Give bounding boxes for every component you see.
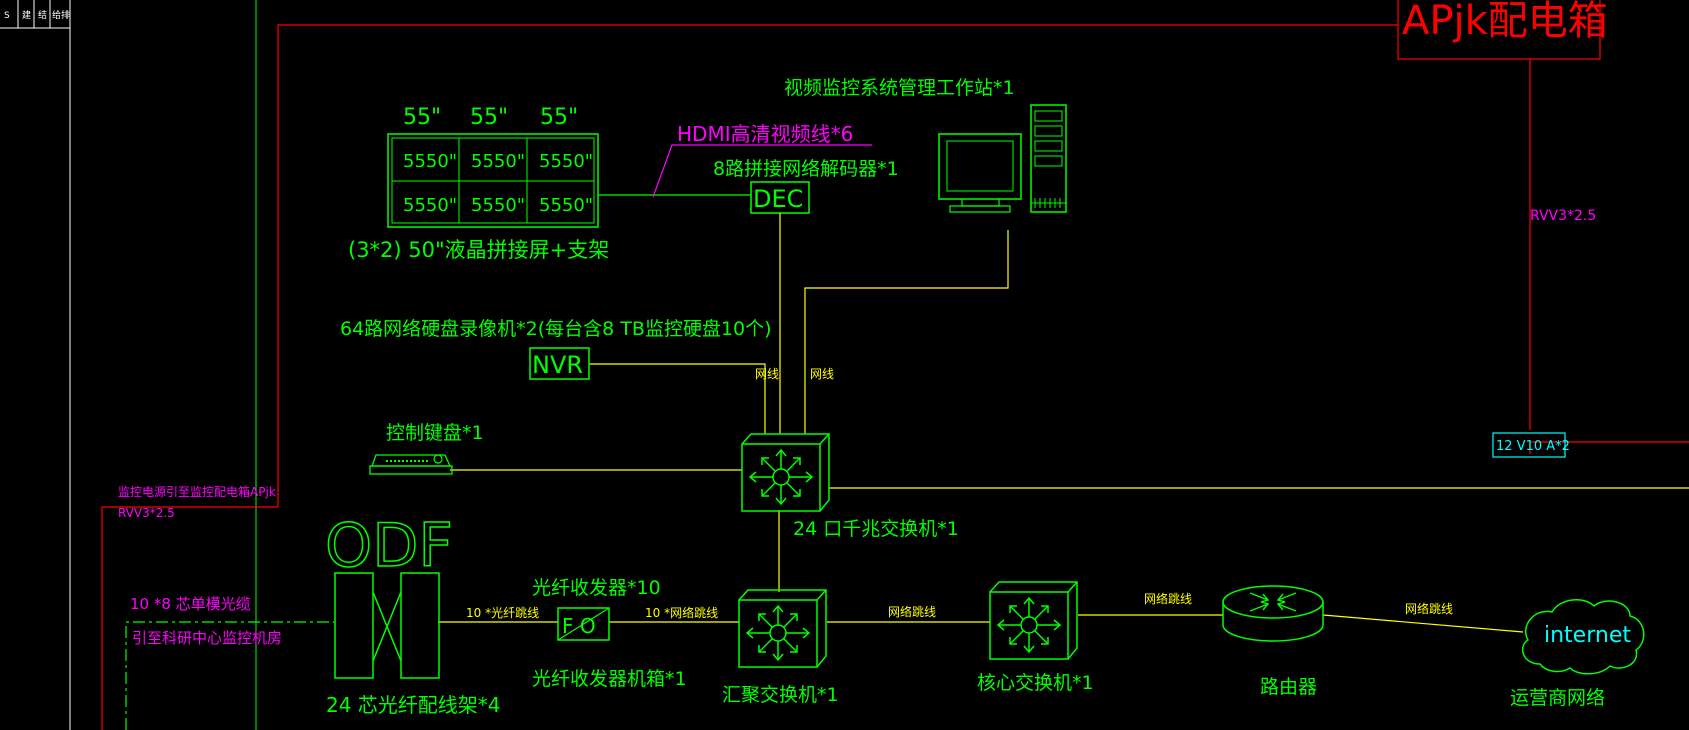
core-switch: 核心交换机*1: [977, 581, 1094, 694]
decoder-label: 8路拼接网络解码器*1: [713, 158, 899, 180]
pc-tower-icon: [1030, 104, 1067, 213]
screen-size-label: 55": [470, 105, 508, 130]
power-note-line2: RVV3*2.5: [118, 506, 175, 520]
transceiver-label: 光纤收发器*10: [532, 577, 661, 599]
transceiver-chassis-label: 光纤收发器机箱*1: [532, 668, 687, 690]
net-jumper-label: 10 *网络跳线: [645, 605, 718, 620]
screen-cell: 5550": [403, 151, 457, 172]
hdmi-leader: [652, 144, 872, 198]
router-label: 路由器: [1260, 676, 1317, 698]
fiber-jumper-label: 10 *光纤跳线: [466, 606, 539, 620]
transceiver-box-text: F O: [562, 614, 596, 638]
fiber-cable-label2: 引至科研中心监控机房: [132, 629, 282, 647]
net-cable-label: 网线: [755, 367, 779, 381]
switch24-label: 24 口千兆交换机*1: [793, 518, 959, 540]
title-block: S 建 结 给排: [0, 0, 71, 730]
net-cable-label: 网线: [810, 367, 834, 381]
screen-cell: 5550": [403, 195, 457, 216]
internet-cloud: internet 运营商网络: [1510, 599, 1645, 709]
decoder: 8路拼接网络解码器*1 DEC: [713, 158, 899, 214]
screen-size-label: 55": [403, 105, 441, 130]
screen-cell: 5550": [471, 151, 525, 172]
odf-frame: ODF 24 芯光纤配线架*4: [324, 510, 501, 717]
screen-cell: 5550": [539, 151, 593, 172]
apjk-box-label: APjk配电箱: [1402, 0, 1608, 44]
nvr-label: 64路网络硬盘录像机*2(每台含8 TB监控硬盘10个): [340, 318, 772, 340]
aggregation-switch: 汇聚交换机*1: [722, 589, 839, 706]
switch-arrows-icon: [748, 448, 814, 506]
decoder-box-text: DEC: [753, 185, 803, 213]
title-block-char: S: [4, 11, 10, 21]
workstation: 视频监控系统管理工作站*1: [784, 77, 1067, 213]
fiber-cable: 10 *8 芯单模光缆 引至科研中心监控机房: [125, 595, 335, 730]
monitor-icon: [938, 133, 1022, 200]
keyboard-label: 控制键盘*1: [386, 422, 484, 444]
core-switch-label: 核心交换机*1: [977, 672, 1094, 694]
title-block-char: 给排: [52, 9, 70, 21]
network-lines: [438, 213, 1689, 633]
video-wall-caption: (3*2) 50"液晶拼接屏+支架: [348, 238, 609, 262]
agg-switch-label: 汇聚交换机*1: [722, 684, 839, 706]
power-supply-unit: 12 V10 A*2: [1492, 432, 1570, 458]
odf-title: ODF: [325, 511, 453, 581]
power-cable-label: RVV3*2.5: [1530, 208, 1596, 224]
control-keyboard: 控制键盘*1: [369, 422, 484, 475]
router: 路由器: [1222, 585, 1324, 698]
psu-label: 12 V10 A*2: [1496, 439, 1570, 454]
title-block-char: 结: [38, 9, 47, 21]
router-icon: [1249, 592, 1297, 612]
net-jumper-label: 网络跳线: [1405, 601, 1453, 616]
switch-arrows-icon: [745, 604, 811, 662]
fiber-transceiver: 光纤收发器*10 F O 光纤收发器机箱*1: [532, 577, 687, 690]
workstation-label: 视频监控系统管理工作站*1: [784, 77, 1015, 99]
screen-cell: 5550": [471, 195, 525, 216]
video-wall: 55" 55" 55" 5550" 5550" 5550" 5550" 5550…: [348, 105, 609, 262]
cloud-icon: [1521, 599, 1645, 675]
fiber-cable-label1: 10 *8 芯单模光缆: [130, 595, 251, 613]
screen-size-label: 55": [540, 105, 578, 130]
title-block-char: 建: [22, 9, 31, 21]
hdmi-label: HDMI高清视频线*6: [677, 122, 853, 146]
internet-cloud-text: internet: [1544, 623, 1631, 648]
nvr-box-text: NVR: [532, 351, 583, 379]
switch-arrows-icon: [996, 596, 1062, 654]
net-jumper-label: 网络跳线: [888, 604, 936, 619]
power-wiring: [101, 24, 1689, 730]
net-jumper-label: 网络跳线: [1144, 591, 1192, 606]
switch-24port: 24 口千兆交换机*1: [741, 433, 959, 540]
nvr: 64路网络硬盘录像机*2(每台含8 TB监控硬盘10个) NVR: [340, 318, 772, 380]
screen-cell: 5550": [539, 195, 593, 216]
apjk-distribution-box: APjk配电箱: [1397, 0, 1608, 60]
power-note-line1: 监控电源引至监控配电箱APjk: [118, 484, 276, 499]
internet-label: 运营商网络: [1510, 687, 1605, 709]
odf-label: 24 芯光纤配线架*4: [326, 693, 501, 717]
